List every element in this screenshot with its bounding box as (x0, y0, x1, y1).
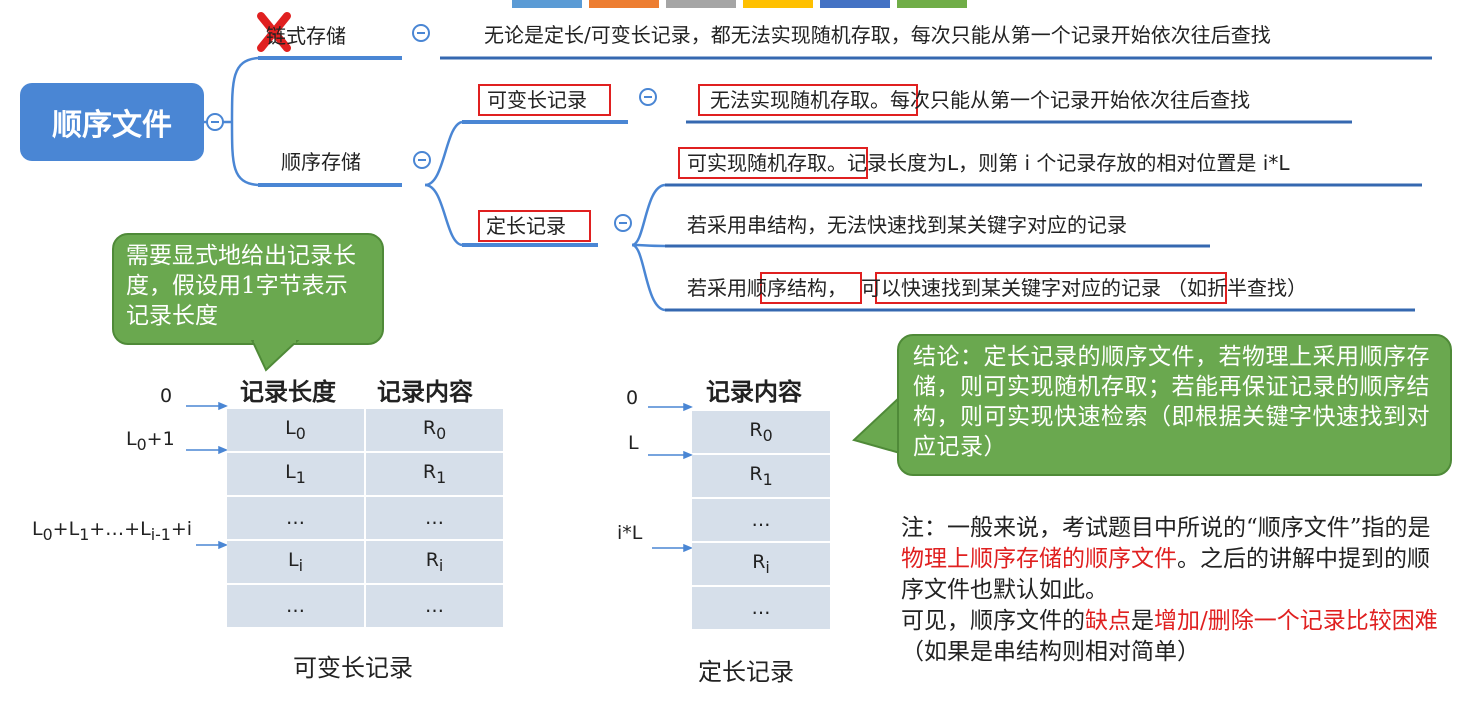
fixed-item3-post: （如折半查找） (1167, 276, 1307, 300)
fixed-table-header: 记录内容 (706, 378, 802, 406)
table-cell: Li (227, 541, 364, 583)
var-offset-0: 0 (160, 385, 173, 407)
fixed-record-label: 定长记录 (486, 214, 566, 238)
var-offset-i: L0+L1+…+Li-1+i (32, 518, 193, 544)
fixed-item1-highlight (678, 147, 868, 179)
conclusion-callout-text: 结论：定长记录的顺序文件，若物理上采用顺序存储，则可实现随机存取；若能再保证记录… (913, 344, 1430, 460)
table-cell: R1 (692, 455, 830, 497)
record-length-callout-text: 需要显式地给出记录长度，假设用1字节表示记录长度 (126, 243, 356, 329)
var-table-header-content: 记录内容 (377, 378, 473, 406)
table-cell: R0 (366, 409, 503, 451)
branch-sequential-label: 顺序存储 (281, 150, 361, 174)
fixed-label-highlight (478, 210, 591, 242)
var-offset-1: L0+1 (126, 428, 175, 454)
branch-linked-label: 链式存储 (266, 24, 346, 48)
root-label: 顺序文件 (52, 108, 172, 143)
note-p2-mid: 是 (1131, 608, 1154, 634)
table-row: L0 R0 (227, 409, 503, 451)
callout-tail-right (852, 395, 901, 455)
variable-desc-rest: 每次只能从第一个记录开始依次往后查找 (890, 88, 1250, 112)
table-cell: Ri (692, 543, 830, 585)
collapse-fixed-icon[interactable] (614, 214, 632, 232)
table-row: … … (227, 585, 503, 627)
collapse-root-icon[interactable] (206, 113, 224, 131)
variable-record-label: 可变长记录 (487, 88, 587, 112)
fixed-item3-box2: 可以快速找到某关键字对应的记录 (861, 276, 1161, 300)
table-row: R0 (692, 411, 830, 453)
fixed-item3-box1: 顺序结构， (747, 276, 847, 300)
var-table-caption: 可变长记录 (293, 654, 413, 682)
table-row: … … (227, 497, 503, 539)
table-cell: … (227, 585, 364, 627)
note-p2-red2: 增加/删除一个记录比较困难 (1154, 608, 1438, 634)
table-cell: Ri (366, 541, 503, 583)
variable-desc: 无法实现随机存取。每次只能从第一个记录开始依次往后查找 (710, 87, 1250, 113)
note-p2-text: 可见，顺序文件的 (901, 608, 1085, 634)
fixed-item1-rest: 记录长度为L，则第 i 个记录存放的相对位置是 i*L (847, 151, 1290, 175)
table-row: L1 R1 (227, 453, 503, 495)
fixed-record-table: R0 R1 … Ri … (690, 409, 832, 631)
variable-record-table: L0 R0 L1 R1 … … Li Ri … … (225, 407, 505, 629)
top-color-strip (512, 0, 967, 10)
fixed-item2: 若采用串结构，无法快速找到某关键字对应的记录 (687, 213, 1127, 237)
var-table-header-length: 记录长度 (240, 378, 336, 406)
fixed-item1: 可实现随机存取。记录长度为L，则第 i 个记录存放的相对位置是 i*L (687, 150, 1289, 176)
fixed-offset-0: 0 (626, 387, 639, 409)
table-cell: R1 (366, 453, 503, 495)
note-p1-end: 。之后的讲解中提到的顺序文件也默认如此。 (901, 546, 1430, 603)
variable-desc-highlight (698, 84, 918, 116)
fixed-item3-highlight-2 (875, 272, 1227, 304)
table-cell: … (692, 499, 830, 541)
collapse-variable-icon[interactable] (639, 88, 657, 106)
table-row: Li Ri (227, 541, 503, 583)
callout-tail-left (250, 340, 300, 372)
table-cell: L0 (227, 409, 364, 451)
note-p2: 可见，顺序文件的缺点是增加/删除一个记录比较困难 （如果是串结构则相对简单） (901, 606, 1449, 668)
table-cell: … (227, 497, 364, 539)
note-p1-red: 物理上顺序存储的顺序文件 (901, 546, 1177, 572)
variable-label-highlight (478, 84, 611, 116)
fixed-offset-i: i*L (617, 522, 643, 544)
collapse-sequential-icon[interactable] (413, 151, 431, 169)
fixed-item3: 若采用顺序结构， 可以快速找到某关键字对应的记录（如折半查找） (687, 275, 1307, 301)
collapse-linked-icon[interactable] (412, 24, 430, 42)
fixed-item1-box: 可实现随机存取。 (687, 151, 847, 175)
note-p2-end: （如果是串结构则相对简单） (901, 639, 1200, 665)
root-node[interactable]: 顺序文件 (20, 83, 204, 161)
fixed-item3-pre: 若采用 (687, 276, 747, 300)
record-length-callout: 需要显式地给出记录长度，假设用1字节表示记录长度 (112, 233, 384, 345)
table-row: … (692, 587, 830, 629)
fixed-table-caption: 定长记录 (698, 658, 794, 686)
table-row: Ri (692, 543, 830, 585)
variable-desc-box: 无法实现随机存取。 (710, 88, 890, 112)
table-cell: … (692, 587, 830, 629)
note-p1: 注：一般来说，考试题目中所说的“顺序文件”指的是物理上顺序存储的顺序文件。之后的… (901, 513, 1449, 606)
table-cell: … (366, 585, 503, 627)
table-cell: R0 (692, 411, 830, 453)
fixed-item3-highlight-1 (760, 272, 862, 304)
table-row: … (692, 499, 830, 541)
note-text: 注：一般来说，考试题目中所说的“顺序文件”指的是物理上顺序存储的顺序文件。之后的… (901, 513, 1449, 668)
conclusion-callout: 结论：定长记录的顺序文件，若物理上采用顺序存储，则可实现随机存取；若能再保证记录… (897, 334, 1452, 476)
cross-icon (257, 12, 291, 52)
linked-desc: 无论是定长/可变长记录，都无法实现随机存取，每次只能从第一个记录开始依次往后查找 (484, 23, 1271, 47)
table-cell: L1 (227, 453, 364, 495)
fixed-offset-l: L (628, 432, 639, 454)
table-row: R1 (692, 455, 830, 497)
table-cell: … (366, 497, 503, 539)
note-p2-red1: 缺点 (1085, 608, 1131, 634)
note-p1-text: 注：一般来说，考试题目中所说的“顺序文件”指的是 (901, 515, 1431, 541)
